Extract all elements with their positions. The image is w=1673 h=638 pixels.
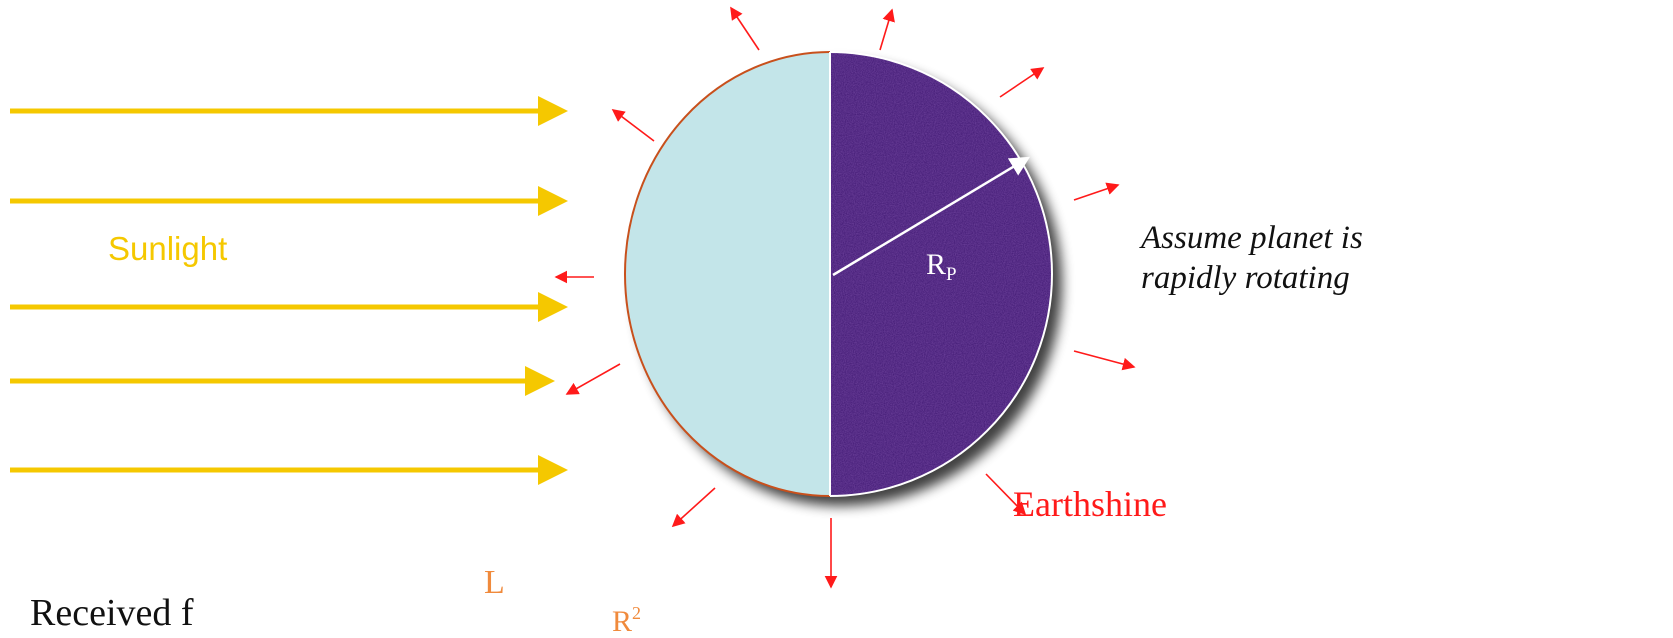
earthshine-arrow: [880, 10, 892, 50]
earthshine-arrow: [613, 110, 654, 141]
planet-day-side: [625, 52, 830, 496]
radius-symbol: R: [926, 248, 946, 281]
sunlight-label: Sunlight: [108, 232, 227, 265]
earthshine-arrow: [567, 364, 620, 394]
radius-subscript: P: [946, 264, 957, 285]
rotation-note-line-2: rapidly rotating: [1141, 258, 1363, 298]
r-exponent: 2: [632, 603, 641, 623]
r-squared-term: R2: [612, 604, 641, 637]
earthshine-label: Earthshine: [1013, 486, 1167, 522]
received-flux-text: Received f: [30, 594, 194, 632]
rotation-note: Assume planet is rapidly rotating: [1141, 218, 1363, 299]
luminosity-symbol: L: [484, 566, 505, 600]
earthshine-arrow: [1000, 68, 1043, 97]
rotation-note-line-1: Assume planet is: [1141, 218, 1363, 258]
earthshine-arrow: [673, 488, 715, 526]
earthshine-arrow: [1074, 351, 1134, 367]
r-symbol: R: [612, 605, 632, 638]
earthshine-arrow: [1074, 185, 1118, 200]
earthshine-arrow: [731, 8, 759, 50]
radius-label: RP: [926, 250, 957, 284]
